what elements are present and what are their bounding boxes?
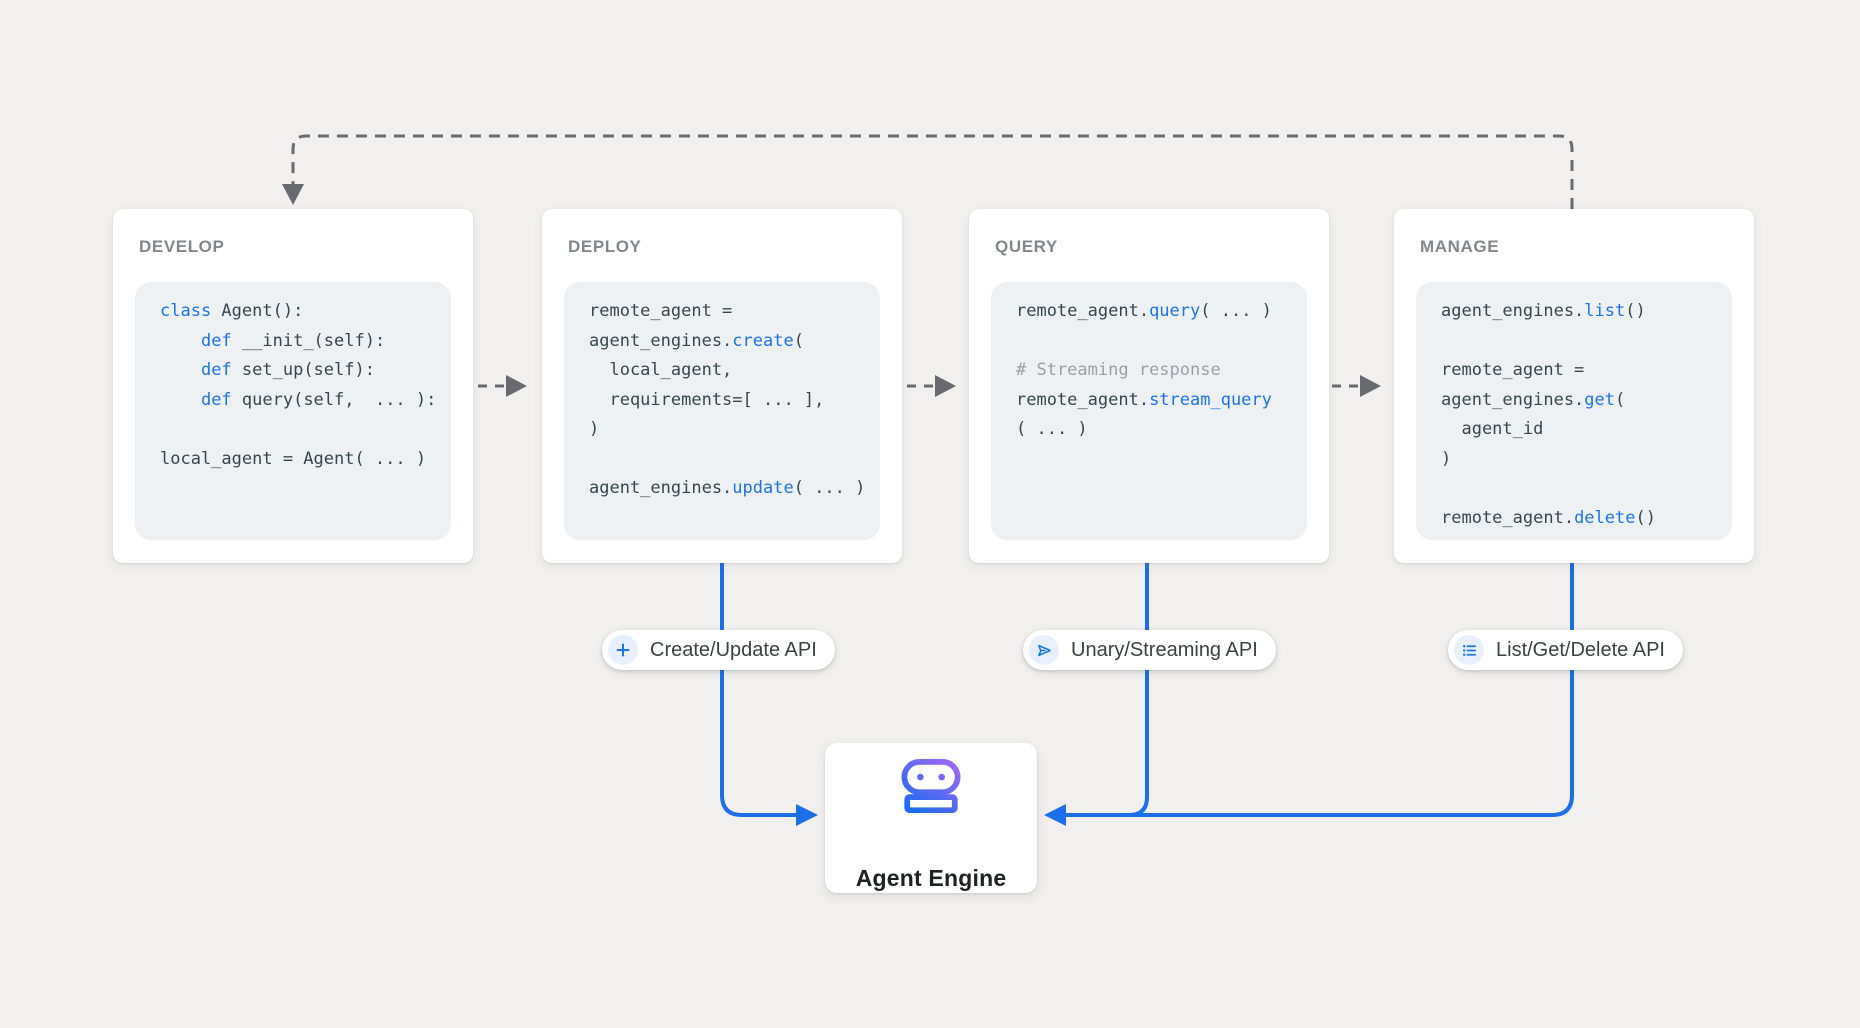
robot-eye-right <box>938 773 945 781</box>
list-icon <box>1454 635 1484 665</box>
code-snippet-query: remote_agent.query( ... ) # Streaming re… <box>991 282 1307 540</box>
arrowhead-right <box>796 804 818 826</box>
code-snippet-develop: class Agent(): def __init_(self): def se… <box>135 282 451 540</box>
plus-icon <box>608 635 638 665</box>
manage-to-engine-arrow <box>1044 563 1574 826</box>
engine-label: Agent Engine <box>855 865 1007 891</box>
code-snippet-manage: agent_engines.list() remote_agent =agent… <box>1416 282 1732 540</box>
arrowhead-down <box>282 184 304 205</box>
pill-create-update-api: Create/Update API <box>602 630 835 670</box>
card-title: DEPLOY <box>568 237 642 256</box>
arrowhead-left <box>1044 804 1066 826</box>
pill-label: Create/Update API <box>650 638 817 661</box>
pill-unary-streaming-api: Unary/Streaming API <box>1023 630 1276 670</box>
pill-label: List/Get/Delete API <box>1496 638 1665 661</box>
card-title: QUERY <box>995 237 1058 256</box>
manage-to-develop-dashed-arrow <box>282 134 1574 209</box>
deploy-to-query-dashed-arrow <box>907 375 956 397</box>
card-title: DEVELOP <box>139 237 225 256</box>
develop-to-deploy-dashed-arrow <box>478 375 527 397</box>
robot-eye-left <box>917 773 924 781</box>
card-deploy: DEPLOY remote_agent =agent_engines.creat… <box>542 209 902 563</box>
code-snippet-deploy: remote_agent =agent_engines.create( loca… <box>564 282 880 540</box>
card-query: QUERY remote_agent.query( ... ) # Stream… <box>969 209 1329 563</box>
card-develop: DEVELOP class Agent(): def __init_(self)… <box>113 209 473 563</box>
pill-list-get-delete-api: List/Get/Delete API <box>1448 630 1683 670</box>
card-title: MANAGE <box>1420 237 1500 256</box>
send-icon <box>1029 635 1059 665</box>
pill-label: Unary/Streaming API <box>1071 638 1258 661</box>
robot-icon <box>901 759 961 814</box>
query-to-manage-dashed-arrow <box>1332 375 1381 397</box>
deploy-to-engine-arrow <box>720 563 818 826</box>
agent-engine-node: Agent Engine <box>825 743 1037 893</box>
card-manage: MANAGE agent_engines.list() remote_agent… <box>1394 209 1754 563</box>
query-to-engine-line <box>1100 563 1149 817</box>
